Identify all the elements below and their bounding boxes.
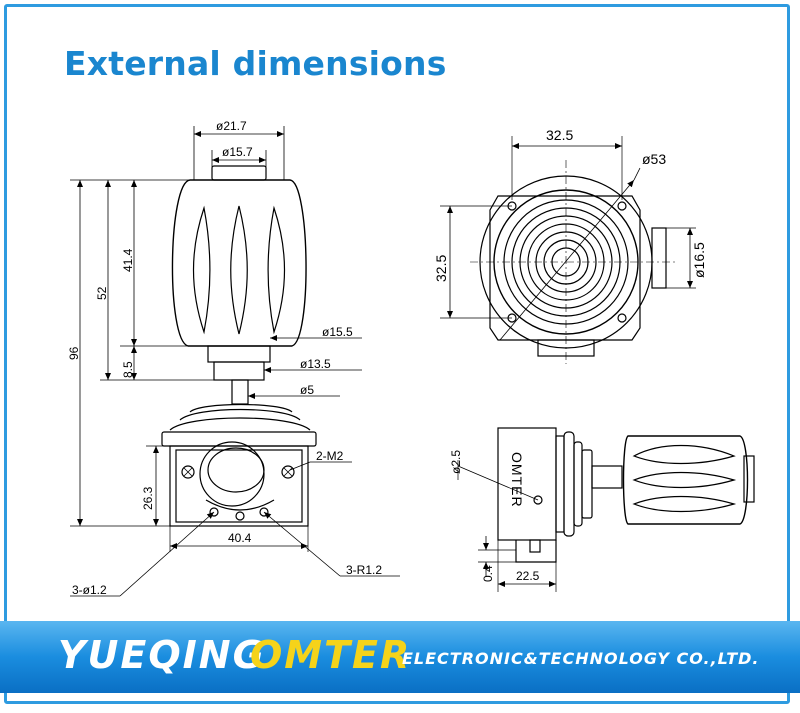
dim-d21-7: ø21.7 bbox=[216, 119, 247, 133]
dim-side-d2-5: ø2.5 bbox=[449, 450, 463, 474]
page-frame bbox=[4, 4, 790, 704]
dim-top-h32-5: 32.5 bbox=[433, 255, 449, 282]
banner-company: YUEQING bbox=[58, 633, 266, 677]
dim-top-d53: ø53 bbox=[642, 151, 666, 167]
dim-m2: 2-M2 bbox=[316, 449, 344, 463]
dim-h52: 52 bbox=[95, 286, 109, 300]
dim-d5: ø5 bbox=[300, 383, 314, 397]
top-view bbox=[440, 136, 696, 364]
dim-h96: 96 bbox=[67, 346, 81, 360]
banner-tagline: ELECTRONIC&TECHNOLOGY CO.,LTD. bbox=[402, 649, 760, 668]
page-title: External dimensions bbox=[64, 44, 447, 83]
dim-d13-5: ø13.5 bbox=[300, 357, 331, 371]
company-banner: YUEQING OMTER ELECTRONIC&TECHNOLOGY CO.,… bbox=[0, 621, 800, 693]
dim-top-d16-5: ø16.5 bbox=[691, 242, 707, 278]
dim-h41-4: 41.4 bbox=[121, 248, 135, 272]
dim-h8-5: 8.5 bbox=[121, 361, 135, 378]
side-brand-label: OMTER bbox=[509, 452, 525, 508]
dim-side-h0-4: 0.4 bbox=[481, 565, 495, 582]
dim-w40-4: 40.4 bbox=[228, 531, 252, 545]
dim-d15-5: ø15.5 bbox=[322, 325, 353, 339]
banner-brand: OMTER bbox=[250, 633, 412, 677]
dim-top-w32-5: 32.5 bbox=[546, 127, 573, 143]
dim-d15-7: ø15.7 bbox=[222, 145, 253, 159]
dim-radius: 3-R1.2 bbox=[346, 563, 382, 577]
dim-h26-3: 26.3 bbox=[141, 486, 155, 510]
side-view bbox=[457, 427, 755, 592]
front-view bbox=[70, 126, 400, 597]
dim-holes: 3-ø1.2 bbox=[72, 583, 107, 597]
dim-side-w22-5: 22.5 bbox=[516, 569, 540, 583]
